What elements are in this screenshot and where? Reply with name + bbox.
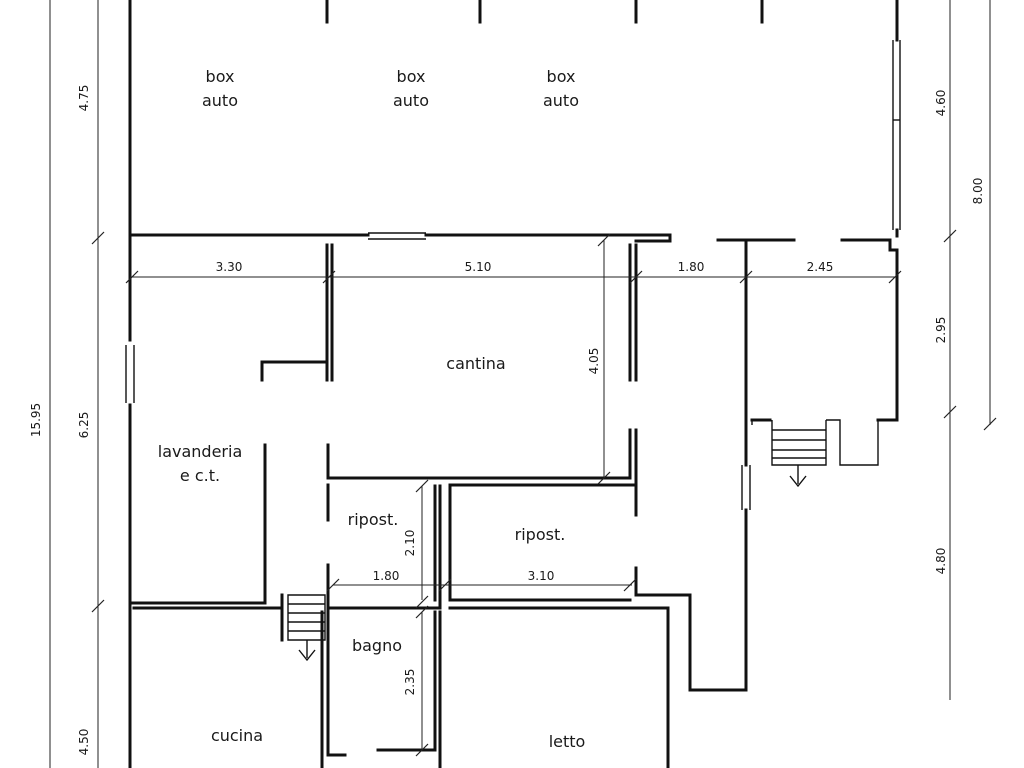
room-label-lavanderia-line1: lavanderia (158, 442, 243, 461)
room-label-box-3-line2: auto (543, 91, 579, 110)
dim-left-upper: 4.75 (77, 85, 91, 112)
room-label-cantina: cantina (446, 354, 505, 373)
dim-width-stair: 2.45 (807, 260, 834, 274)
stair-right (771, 419, 879, 488)
room-label-box-2-line1: box (397, 67, 426, 86)
dim-left-middle: 6.25 (77, 412, 91, 439)
dim-left-total: 15.95 (29, 403, 43, 437)
walls (125, 0, 901, 768)
room-label-box-1-line2: auto (202, 91, 238, 110)
dim-height-bagno: 2.35 (403, 669, 417, 696)
dim-right-lower: 4.80 (934, 548, 948, 575)
room-label-cucina: cucina (211, 726, 263, 745)
room-label-bagno: bagno (352, 636, 402, 655)
dim-left-lower: 4.50 (77, 729, 91, 756)
dim-right-top: 4.60 (934, 90, 948, 117)
room-label-letto: letto (549, 732, 586, 751)
room-label-ripost-large: ripost. (515, 525, 566, 544)
dim-width-lavanderia: 3.30 (216, 260, 243, 274)
room-label-ripost-small: ripost. (348, 510, 399, 529)
dim-right-total-upper: 8.00 (971, 178, 985, 205)
room-label-lavanderia-line2: e c.t. (180, 466, 220, 485)
dimension-lines (49, 0, 997, 768)
room-label-box-2-line2: auto (393, 91, 429, 110)
dim-width-ripost-small: 1.80 (373, 569, 400, 583)
dim-width-corridor: 1.80 (678, 260, 705, 274)
room-label-box-1-line1: box (206, 67, 235, 86)
dim-height-ripost: 2.10 (403, 530, 417, 557)
dim-width-ripost-large: 3.10 (528, 569, 555, 583)
dim-width-cantina: 5.10 (465, 260, 492, 274)
stair-left (287, 594, 326, 662)
dim-height-cantina: 4.05 (587, 348, 601, 375)
dim-right-middle: 2.95 (934, 317, 948, 344)
room-label-box-3-line1: box (547, 67, 576, 86)
